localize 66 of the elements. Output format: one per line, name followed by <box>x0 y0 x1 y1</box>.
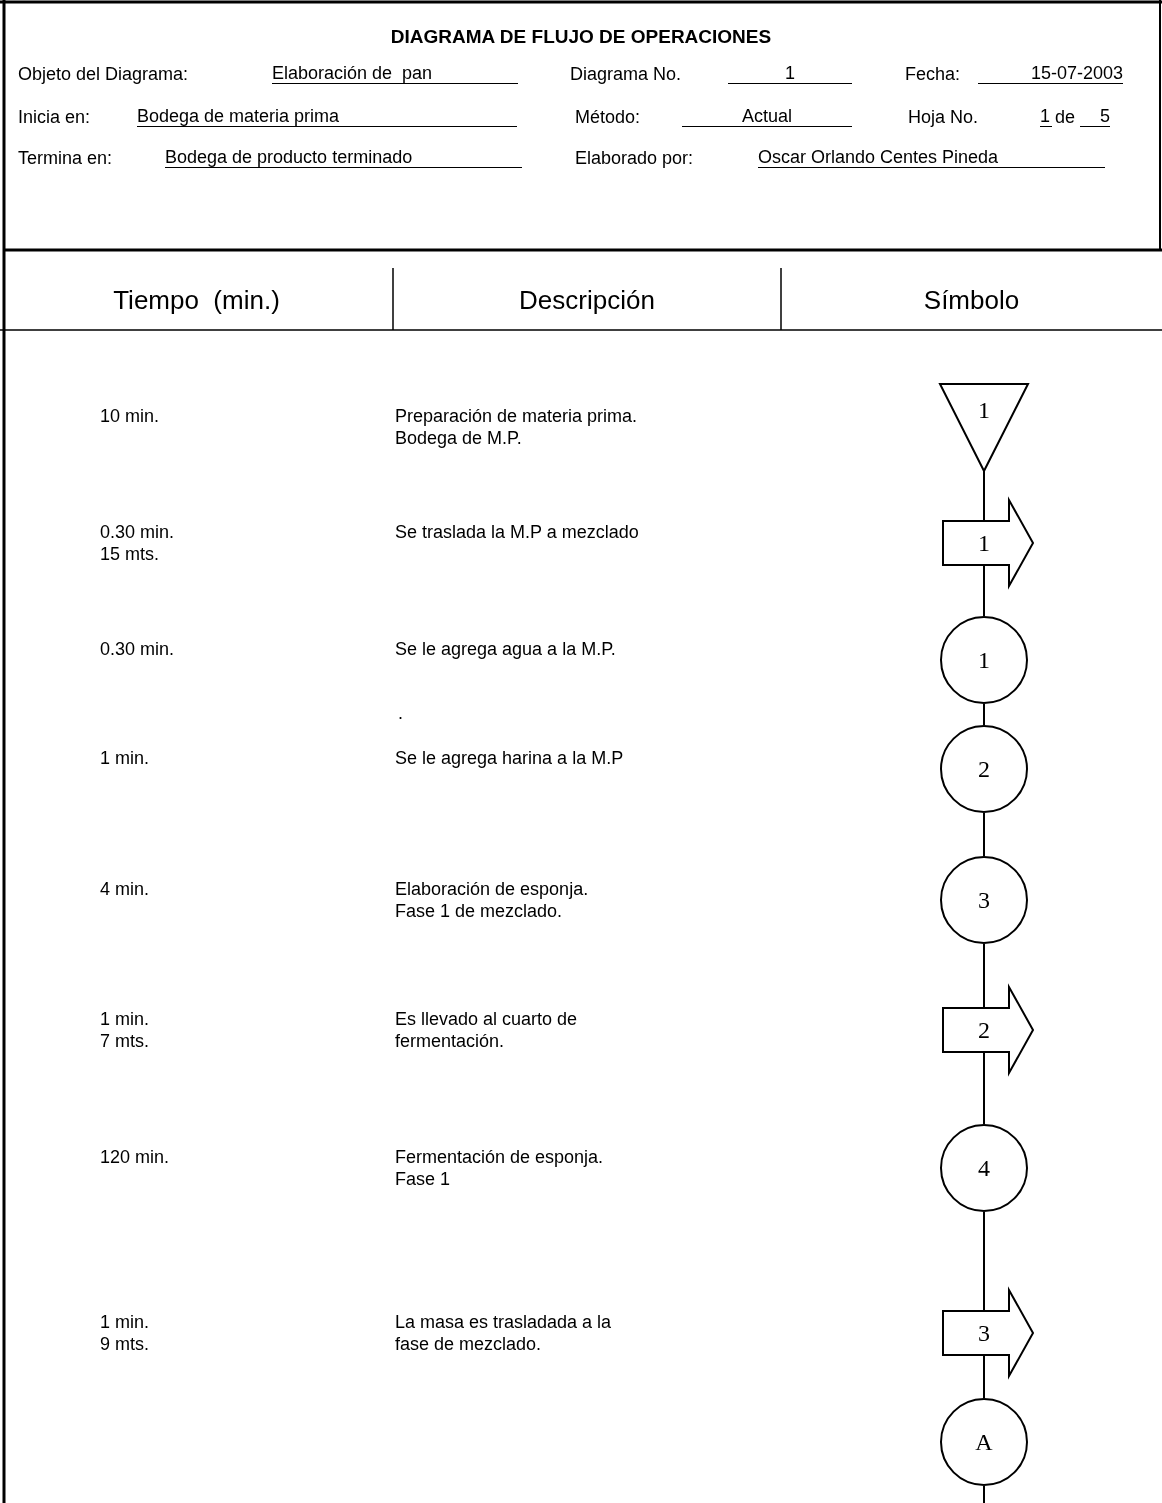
operation-circle <box>940 1398 1028 1486</box>
flow-line <box>983 1051 985 1125</box>
column-header: Descripción <box>518 285 656 315</box>
symbol-number: 1 <box>977 647 991 673</box>
stray-dot: . <box>398 702 403 724</box>
symbol-number: A <box>974 1429 994 1455</box>
field-value: 5 <box>1080 106 1110 127</box>
field-label: Hoja No. <box>908 106 979 128</box>
field-value: 15-07-2003 <box>978 63 1123 84</box>
step-description: Fermentación de esponja. Fase 1 <box>395 1146 605 1190</box>
symbol-number: 1 <box>977 530 991 556</box>
field-value: 1 <box>1040 106 1052 127</box>
transport-symbol <box>942 1289 1034 1377</box>
time-text: 1 min. 7 mts. <box>100 1008 151 1052</box>
field-value: Bodega de producto terminado <box>165 147 522 168</box>
operation-circle <box>940 616 1028 704</box>
field-value: Elaboración de pan <box>272 63 518 84</box>
step-description: Se traslada la M.P a mezclado <box>395 521 640 543</box>
operation-circle <box>940 856 1028 944</box>
column-header: Tiempo (min.) <box>112 285 281 315</box>
field-label: Objeto del Diagrama: <box>18 63 189 85</box>
field-value: 1 <box>728 63 852 84</box>
field-label: Diagrama No. <box>570 63 682 85</box>
time-text: 120 min. <box>100 1146 171 1168</box>
time-text: 1 min. <box>100 747 151 769</box>
field-value: Oscar Orlando Centes Pineda <box>758 147 1105 168</box>
flow-line <box>983 1211 985 1312</box>
flow-line <box>983 1485 985 1503</box>
storage-triangle <box>939 383 1029 471</box>
symbol-number: 1 <box>977 397 991 423</box>
operation-circle <box>940 725 1028 813</box>
symbol-number: 2 <box>977 756 991 782</box>
step-description: Preparación de materia prima. Bodega de M.P. <box>395 405 639 449</box>
field-label: de <box>1055 106 1076 128</box>
flow-line <box>983 564 985 617</box>
diagram-title: DIAGRAMA DE FLUJO DE OPERACIONES <box>389 26 773 48</box>
field-label: Termina en: <box>18 147 113 169</box>
time-text: 1 min. 9 mts. <box>100 1311 151 1355</box>
symbol-number: 3 <box>977 1320 991 1346</box>
symbol-number: 2 <box>977 1017 991 1043</box>
field-value: Bodega de materia prima <box>137 106 517 127</box>
column-header: Símbolo <box>922 285 1021 315</box>
field-label: Inicia en: <box>18 106 91 128</box>
flow-line <box>983 469 985 522</box>
field-label: Elaborado por: <box>575 147 694 169</box>
step-description: Elaboración de esponja. Fase 1 de mezclado. <box>395 878 590 922</box>
step-description: Se le agrega harina a la M.P <box>395 747 625 769</box>
operation-circle <box>940 1124 1028 1212</box>
transport-symbol <box>942 499 1034 587</box>
time-text: 10 min. <box>100 405 161 427</box>
field-label: Método: <box>575 106 641 128</box>
flow-line <box>983 1354 985 1399</box>
time-text: 0.30 min. 15 mts. <box>100 521 176 565</box>
time-text: 4 min. <box>100 878 151 900</box>
field-value: Actual <box>682 106 852 127</box>
transport-symbol <box>942 986 1034 1074</box>
symbol-number: 4 <box>977 1155 991 1181</box>
step-description: Es llevado al cuarto de fermentación. <box>395 1008 579 1052</box>
flow-line <box>983 943 985 1009</box>
symbol-number: 3 <box>977 887 991 913</box>
step-description: La masa es trasladada a la fase de mezclado. <box>395 1311 613 1355</box>
step-description: Se le agrega agua a la M.P. <box>395 638 617 660</box>
field-label: Fecha: <box>905 63 961 85</box>
flow-line <box>983 703 985 726</box>
flow-line <box>983 812 985 857</box>
time-text: 0.30 min. <box>100 638 176 660</box>
